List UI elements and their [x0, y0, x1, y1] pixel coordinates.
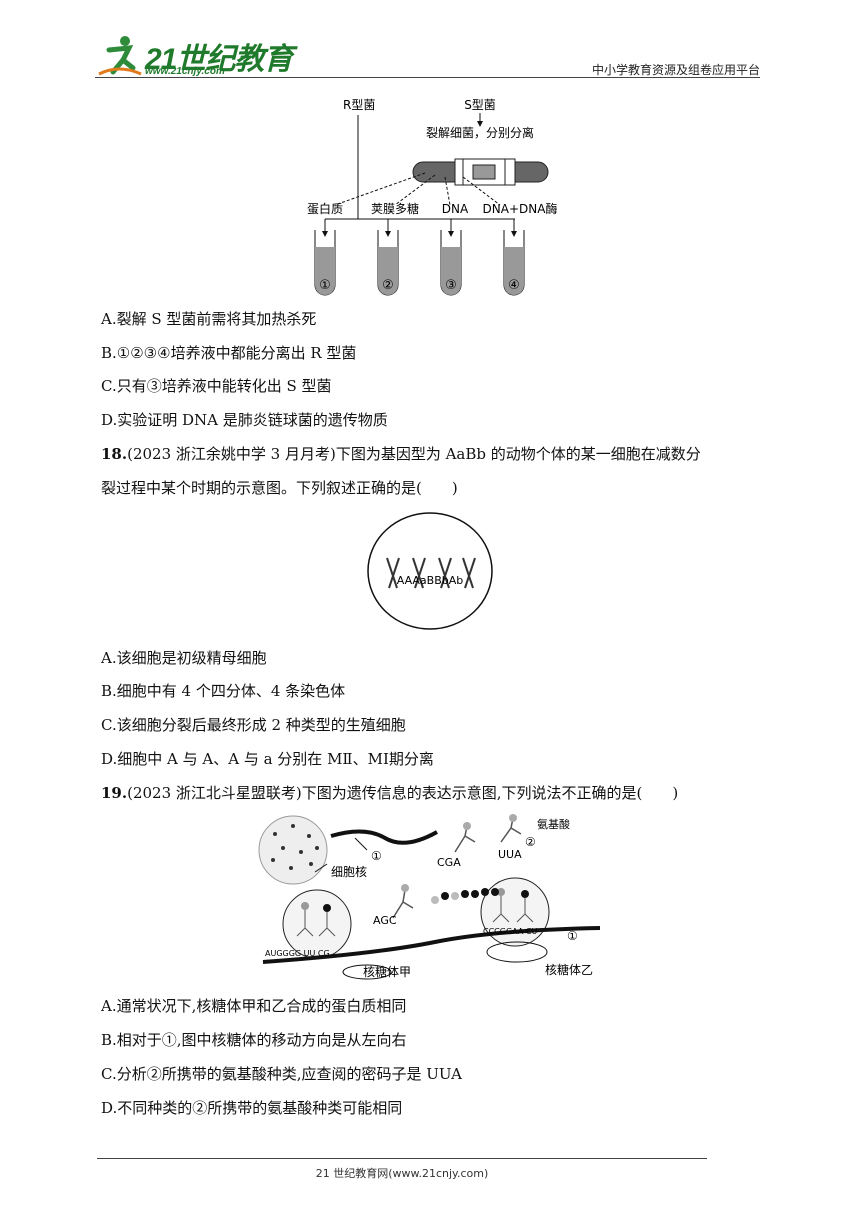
- q17-option-a: A.裂解 S 型菌前需将其加热杀死: [101, 310, 317, 328]
- q18-option-b: B.细胞中有 4 个四分体、4 条染色体: [101, 682, 346, 700]
- svg-text:④: ④: [508, 278, 520, 293]
- amino-acid-label: 氨基酸: [537, 817, 570, 831]
- figure-18-cell: AAAaBBbAb: [367, 512, 493, 630]
- header-rule: [95, 77, 760, 78]
- anticodon-agc: AGC: [373, 914, 397, 927]
- figure-17-transformation-experiment: R型菌 S型菌 裂解细菌，分别分离 蛋白质 荚膜多糖 DNA DNA+DNA酶 …: [307, 98, 558, 296]
- footer-rule: [97, 1158, 707, 1159]
- component-dna: DNA: [442, 202, 469, 216]
- q18-stem-line-2: 裂过程中某个时期的示意图。下列叙述正确的是( ): [101, 479, 458, 497]
- q19-option-b: B.相对于①,图中核糖体的移动方向是从左向右: [101, 1031, 407, 1049]
- ribosome-a-label: 核糖体甲: [363, 964, 411, 979]
- mark-2: ②: [525, 835, 536, 849]
- logo-text: 21世纪教育: [145, 43, 293, 76]
- s-strain-label: S型菌: [464, 98, 496, 112]
- component-capsule: 荚膜多糖: [371, 201, 419, 216]
- header: 21世纪教育 www.21cnjy.com 中小学教育资源及组卷应用平台: [95, 30, 760, 80]
- q19-option-a: A.通常状况下,核糖体甲和乙合成的蛋白质相同: [101, 997, 407, 1015]
- q19-option-c: C.分析②所携带的氨基酸种类,应查阅的密码子是 UUA: [101, 1065, 462, 1083]
- component-dna-dnase: DNA+DNA酶: [483, 201, 558, 216]
- svg-text:②: ②: [382, 278, 394, 293]
- q18-option-c: C.该细胞分裂后最终形成 2 种类型的生殖细胞: [101, 716, 406, 734]
- anticodon-cga: CGA: [437, 856, 461, 869]
- codons-left: AUGGGG UU CG: [265, 949, 330, 958]
- cell-gene-labels: AAAaBBbAb: [397, 574, 464, 587]
- ribosome-b-label: 核糖体乙: [545, 962, 593, 977]
- q17-option-d: D.实验证明 DNA 是肺炎链球菌的遗传物质: [101, 411, 388, 429]
- footer-text: 21 世纪教育网(www.21cnjy.com): [315, 1167, 489, 1180]
- q18-stem-line-1: 18.(2023 浙江余姚中学 3 月月考)下图为基因型为 AaBb 的动物个体…: [101, 445, 701, 463]
- q19-number: 19.: [101, 784, 128, 802]
- figure-19-gene-expression: ① 细胞核 CGA UUA AGC 氨基酸 ② AUGGGG UU CG CCC…: [258, 814, 601, 980]
- q17-option-c: C.只有③培养液中能转化出 S 型菌: [101, 377, 332, 395]
- r-strain-label: R型菌: [343, 98, 375, 112]
- q19-option-d: D.不同种类的②所携带的氨基酸种类可能相同: [101, 1099, 403, 1117]
- nucleus: [258, 815, 328, 885]
- svg-text:①: ①: [319, 278, 331, 293]
- q18-option-d: D.细胞中 A 与 A、A 与 a 分别在 MⅡ、MⅠ期分离: [101, 750, 434, 768]
- q18-option-a: A.该细胞是初级精母细胞: [101, 649, 267, 667]
- q17-option-b: B.①②③④培养液中都能分离出 R 型菌: [101, 344, 357, 362]
- tube-1: ①: [314, 219, 336, 296]
- process-label: 裂解细菌，分别分离: [426, 125, 534, 140]
- logo-url: www.21cnjy.com: [145, 66, 225, 77]
- anticodon-uua: UUA: [498, 848, 522, 861]
- tube-2: ②: [377, 219, 399, 296]
- logo-runner-icon: [98, 36, 142, 76]
- mark-1-mrna: ①: [567, 929, 578, 943]
- tube-4: ④: [503, 219, 525, 296]
- component-protein: 蛋白质: [307, 201, 343, 216]
- q18-number: 18.: [101, 445, 128, 463]
- nucleus-label: 细胞核: [331, 865, 367, 879]
- svg-text:③: ③: [445, 278, 457, 293]
- tube-3: ③: [440, 219, 462, 296]
- q19-stem: 19.(2023 浙江北斗星盟联考)下图为遗传信息的表达示意图,下列说法不正确的…: [101, 784, 679, 802]
- codons-right: CCCGGAA CU: [483, 927, 537, 936]
- svg-text:①: ①: [371, 849, 382, 863]
- header-platform-text: 中小学教育资源及组卷应用平台: [591, 63, 760, 77]
